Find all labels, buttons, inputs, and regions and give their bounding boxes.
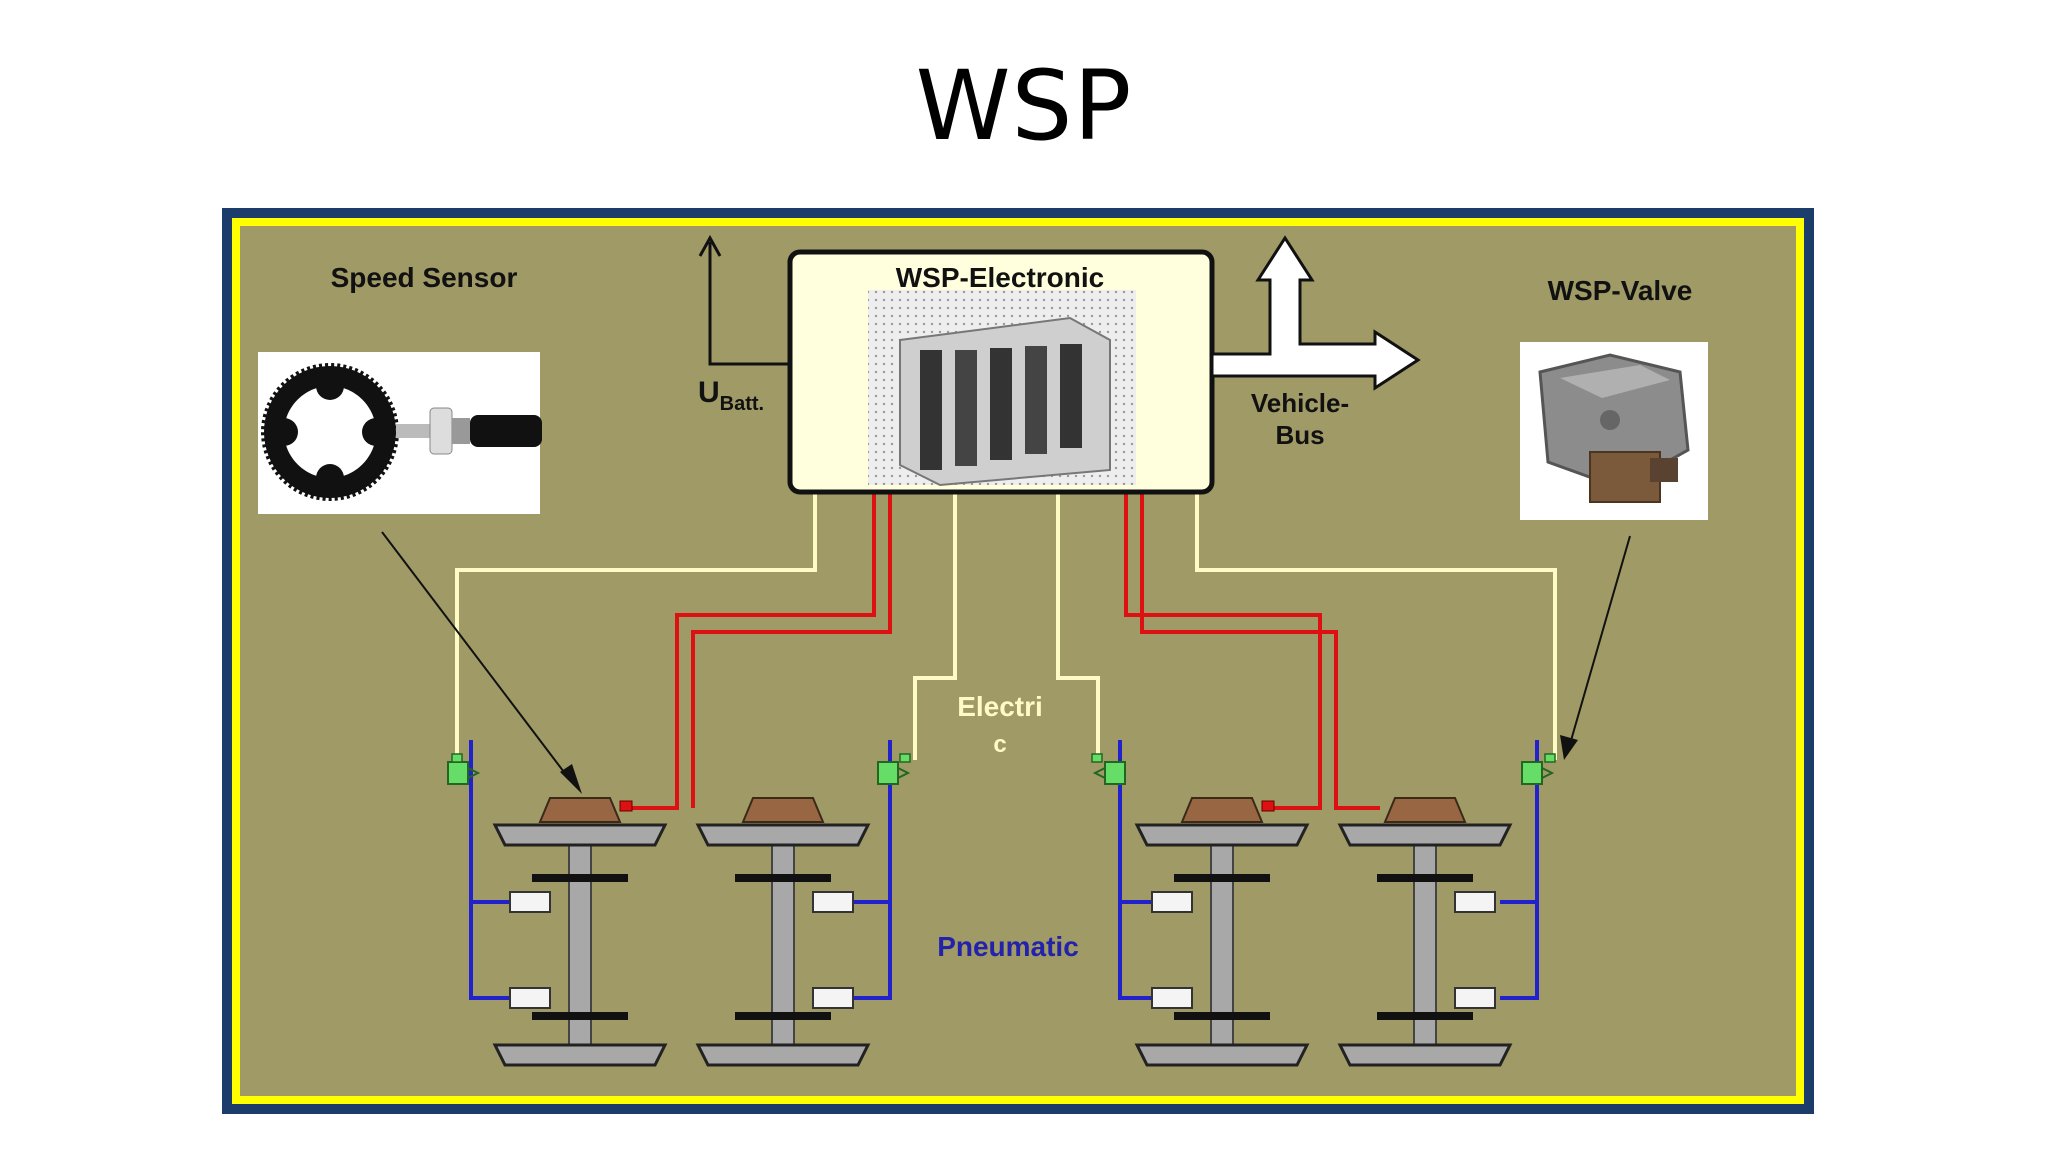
wheelset-3-cylinder-top — [1151, 891, 1193, 913]
wheelset-2-brake-unit — [741, 797, 825, 823]
battery-label-main: U — [698, 376, 720, 409]
vehicle-bus-label-line1: Vehicle- — [1251, 388, 1349, 418]
wheelset-2-cylinder-top — [812, 891, 854, 913]
wsp-valve-label: WSP-Valve — [1548, 275, 1693, 306]
wsp-valve-image — [1520, 342, 1708, 520]
signal-wires — [630, 490, 1380, 810]
wheelset-1-disc-top — [532, 874, 628, 882]
wheelset-3-brake-unit — [1180, 797, 1264, 823]
valve-pointer — [1560, 535, 1631, 760]
wheelset-2-bottom-wheel — [695, 1043, 871, 1067]
wheelset-3-disc-bottom — [1174, 1012, 1270, 1020]
wheelset-2-disc-top — [735, 874, 831, 882]
wsp-valve-1 — [447, 753, 481, 785]
wsp-electronic-label: WSP-Electronic — [896, 262, 1104, 293]
slide-title: WSP — [915, 50, 1133, 162]
wheelset-1-sensor-head — [619, 800, 633, 812]
speed-sensor-image — [258, 352, 542, 514]
battery-arrow — [698, 234, 790, 366]
wsp-valve-2 — [877, 753, 911, 785]
wheelset-4-brake-unit — [1383, 797, 1467, 823]
speed-sensor-pointer — [381, 531, 582, 794]
wheelset-1-bottom-wheel — [492, 1043, 668, 1067]
wheelset-4-disc-top — [1377, 874, 1473, 882]
wheelset-1-cylinder-top — [509, 891, 551, 913]
wheelset-3-disc-top — [1174, 874, 1270, 882]
wheelset-1-top-wheel — [492, 823, 668, 847]
wheelset-4-cylinder-bottom — [1454, 987, 1496, 1009]
wsp-valve-4 — [1521, 753, 1556, 785]
wheelset-3-cylinder-bottom — [1151, 987, 1193, 1009]
vehicle-bus-arrow — [1210, 235, 1421, 391]
wheelset-2-cylinder-bottom — [812, 987, 854, 1009]
vehicle-bus-label-line2: Bus — [1275, 420, 1324, 450]
wheelset-4-top-wheel — [1337, 823, 1513, 847]
electric-label-line1: Electri — [957, 691, 1043, 722]
battery-label-sub: Batt. — [720, 393, 764, 415]
wheelset-3-sensor-head — [1261, 800, 1275, 812]
pneumatic-label: Pneumatic — [937, 931, 1079, 962]
wheelset-4-bottom-wheel — [1337, 1043, 1513, 1067]
wheelset-1-cylinder-bottom — [509, 987, 551, 1009]
wheelset-2-disc-bottom — [735, 1012, 831, 1020]
electric-wires — [455, 490, 1557, 760]
wsp-valve-3 — [1091, 753, 1126, 785]
wheelset-3-top-wheel — [1134, 823, 1310, 847]
wheelset-2-top-wheel — [695, 823, 871, 847]
wheelset-1-disc-bottom — [532, 1012, 628, 1020]
electric-label-line2: c — [993, 731, 1006, 758]
battery-label: UBatt. — [698, 376, 764, 415]
speed-sensor-label: Speed Sensor — [331, 262, 518, 293]
wheelset-1-brake-unit — [538, 797, 622, 823]
wheelset-3-bottom-wheel — [1134, 1043, 1310, 1067]
wheelset-4-disc-bottom — [1377, 1012, 1473, 1020]
wheelsets — [492, 797, 1513, 1067]
wheelset-4-cylinder-top — [1454, 891, 1496, 913]
